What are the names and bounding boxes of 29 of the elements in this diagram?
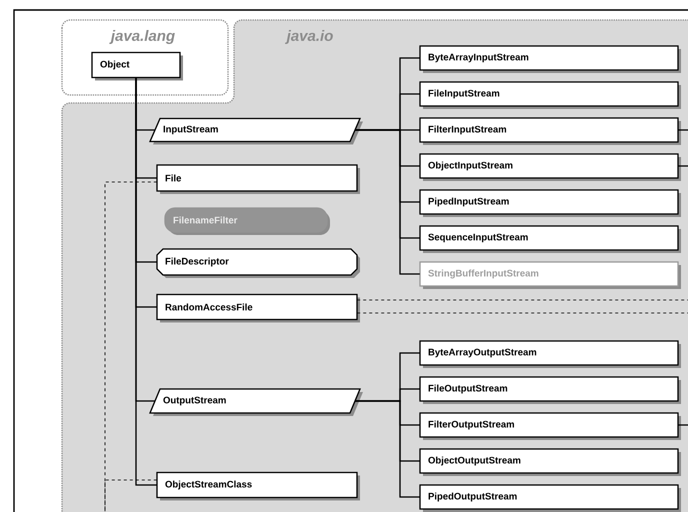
class-box: PipedInputStream [419,189,681,217]
class-box: FileDescriptor [156,248,360,278]
connector-line [355,129,420,275]
class-box: ObjectInputStream [419,153,681,181]
interface-box: FilenameFilter [164,207,330,235]
class-box: FilterInputStream [419,117,681,145]
connector-line [678,165,688,167]
class-box: FilterOutputStream [419,412,681,440]
abstract-class-box: OutputStream [149,388,363,416]
class-box: ByteArrayInputStream [419,45,681,73]
abstract-class-box: InputStream [149,118,363,144]
connector-line [135,78,157,486]
class-box: File [156,164,360,194]
class-box: SequenceInputStream [419,225,681,253]
connector-line [355,400,420,498]
class-box: FileOutputStream [419,376,681,404]
connector-line [356,312,688,314]
connector-line [678,424,688,426]
connector-line [104,480,158,512]
class-box: ObjectStreamClass [156,472,360,500]
connector-line [104,182,158,512]
class-box: Object [91,52,183,80]
class-box: RandomAccessFile [156,294,360,322]
class-box: ObjectOutputStream [419,448,681,476]
class-box: PipedOutputStream [419,484,681,512]
class-box: FileInputStream [419,81,681,109]
class-box: StringBufferInputStream [419,261,681,289]
connector-line [678,129,688,131]
class-box: ByteArrayOutputStream [419,340,681,368]
